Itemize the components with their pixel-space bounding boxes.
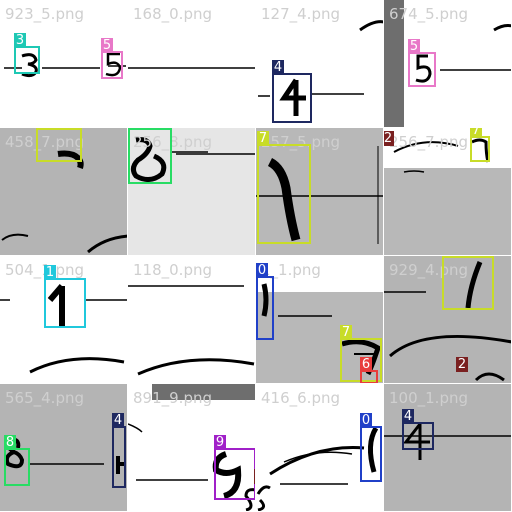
grid-tile[interactable]: 565_4.png 8 4	[0, 384, 128, 512]
tile-image	[1, 150, 127, 254]
detection-label: 7	[257, 131, 269, 146]
detection-label: 4	[272, 60, 284, 75]
tile-filename: 674_5.png	[389, 5, 468, 23]
detection-box[interactable]: 3	[14, 33, 40, 74]
tile-image	[128, 285, 255, 376]
tile-filename: 565_4.png	[5, 389, 84, 407]
detection-box[interactable]: 6	[360, 357, 378, 383]
detection-label: 4	[112, 413, 124, 428]
tile-filename: 256_7.png	[389, 133, 468, 151]
grid-tile[interactable]: 891_9.png 9 2	[128, 384, 256, 512]
tile-filename: 891_9.png	[133, 389, 212, 407]
grid-tile[interactable]: 1_1.png 0 7 6	[256, 256, 384, 384]
tile-image	[384, 384, 511, 511]
detection-label: 7	[340, 325, 352, 340]
detection-label: 8	[128, 128, 140, 130]
grid-tile[interactable]: 100_1.png 4	[384, 384, 512, 512]
detection-box[interactable]: 5	[101, 38, 123, 79]
tile-filename: 168_0.png	[133, 5, 212, 23]
detection-box[interactable]: 4	[272, 60, 312, 123]
detection-label: 2	[254, 469, 255, 484]
detection-label: 2	[456, 357, 468, 372]
grid-tile[interactable]: 674_5.png 5	[384, 0, 512, 128]
grid-tile[interactable]: 504_1.png 1	[0, 256, 128, 384]
detection-box[interactable]: 8	[4, 435, 30, 486]
tile-image	[256, 146, 383, 244]
detection-box[interactable]: 2	[456, 357, 472, 383]
tile-image	[128, 384, 255, 511]
grid-tile[interactable]: 127_4.png 4	[256, 0, 384, 128]
grid-tile[interactable]: 256_7.png 2 7	[384, 128, 512, 256]
detection-label: 7	[470, 128, 482, 138]
detection-box[interactable]: 5	[408, 39, 436, 87]
grid-tile[interactable]: 256_8.png 8	[128, 128, 256, 256]
detection-label: 0	[256, 263, 268, 278]
grid-tile[interactable]: 118_0.png	[128, 256, 256, 384]
tile-filename: 416_6.png	[261, 389, 340, 407]
grid-tile[interactable]: 257_5.png 7	[256, 128, 384, 256]
tile-filename: 923_5.png	[5, 5, 84, 23]
detection-label: 4	[402, 409, 414, 424]
tile-image	[256, 256, 383, 383]
tile-filename: 458_7.png	[5, 133, 84, 151]
detection-box[interactable]: 7	[442, 256, 494, 310]
grid-tile[interactable]: 458_7.png 7	[0, 128, 128, 256]
detection-label: 7	[442, 256, 454, 258]
grid-tile[interactable]: 923_5.png 3 5	[0, 0, 128, 128]
detection-label: 5	[408, 39, 420, 54]
detection-box[interactable]: 0	[360, 413, 382, 482]
tile-filename: 118_0.png	[133, 261, 212, 279]
detection-label: 3	[14, 33, 26, 48]
detection-box[interactable]: 0	[256, 263, 274, 340]
detection-label: 5	[101, 38, 113, 53]
detection-box[interactable]: 9	[214, 435, 255, 500]
grid-tile[interactable]: 929_4.png 7 2	[384, 256, 512, 384]
tile-filename: 256_8.png	[133, 133, 212, 151]
detection-label: 0	[360, 413, 372, 428]
tile-image	[384, 0, 511, 127]
detection-box[interactable]: 2	[384, 131, 404, 172]
detection-box[interactable]: 4	[112, 413, 126, 488]
tile-image	[0, 384, 127, 511]
detection-label: 8	[4, 435, 16, 450]
detection-box[interactable]: 7	[470, 128, 490, 162]
tile-image	[128, 67, 255, 69]
detection-label: 2	[384, 131, 394, 146]
grid-tile[interactable]: 168_0.png	[128, 0, 256, 128]
detection-box[interactable]: 8	[128, 128, 172, 184]
detection-box[interactable]: 7	[36, 128, 82, 162]
tile-filename: 127_4.png	[261, 5, 340, 23]
detection-label: 1	[44, 265, 56, 280]
tile-image	[384, 138, 511, 255]
tile-filename: 929_4.png	[389, 261, 468, 279]
tile-image	[130, 137, 255, 182]
tile-image	[4, 52, 126, 78]
tile-filename: 257_5.png	[261, 133, 340, 151]
tile-filename: 100_1.png	[389, 389, 468, 407]
tile-image	[258, 20, 383, 116]
detection-box[interactable]: 7	[257, 131, 311, 244]
tile-filename: 1_1.png	[261, 261, 321, 279]
detection-box[interactable]: 4	[402, 409, 434, 450]
detection-label: 7	[36, 128, 48, 130]
detection-label: 9	[214, 435, 226, 450]
tile-image	[384, 256, 511, 383]
tile-image	[256, 426, 379, 511]
detection-box[interactable]: 1	[44, 265, 86, 328]
tile-image	[0, 284, 127, 374]
detection-label: 6	[360, 357, 372, 372]
grid-tile[interactable]: 416_6.png 0	[256, 384, 384, 512]
